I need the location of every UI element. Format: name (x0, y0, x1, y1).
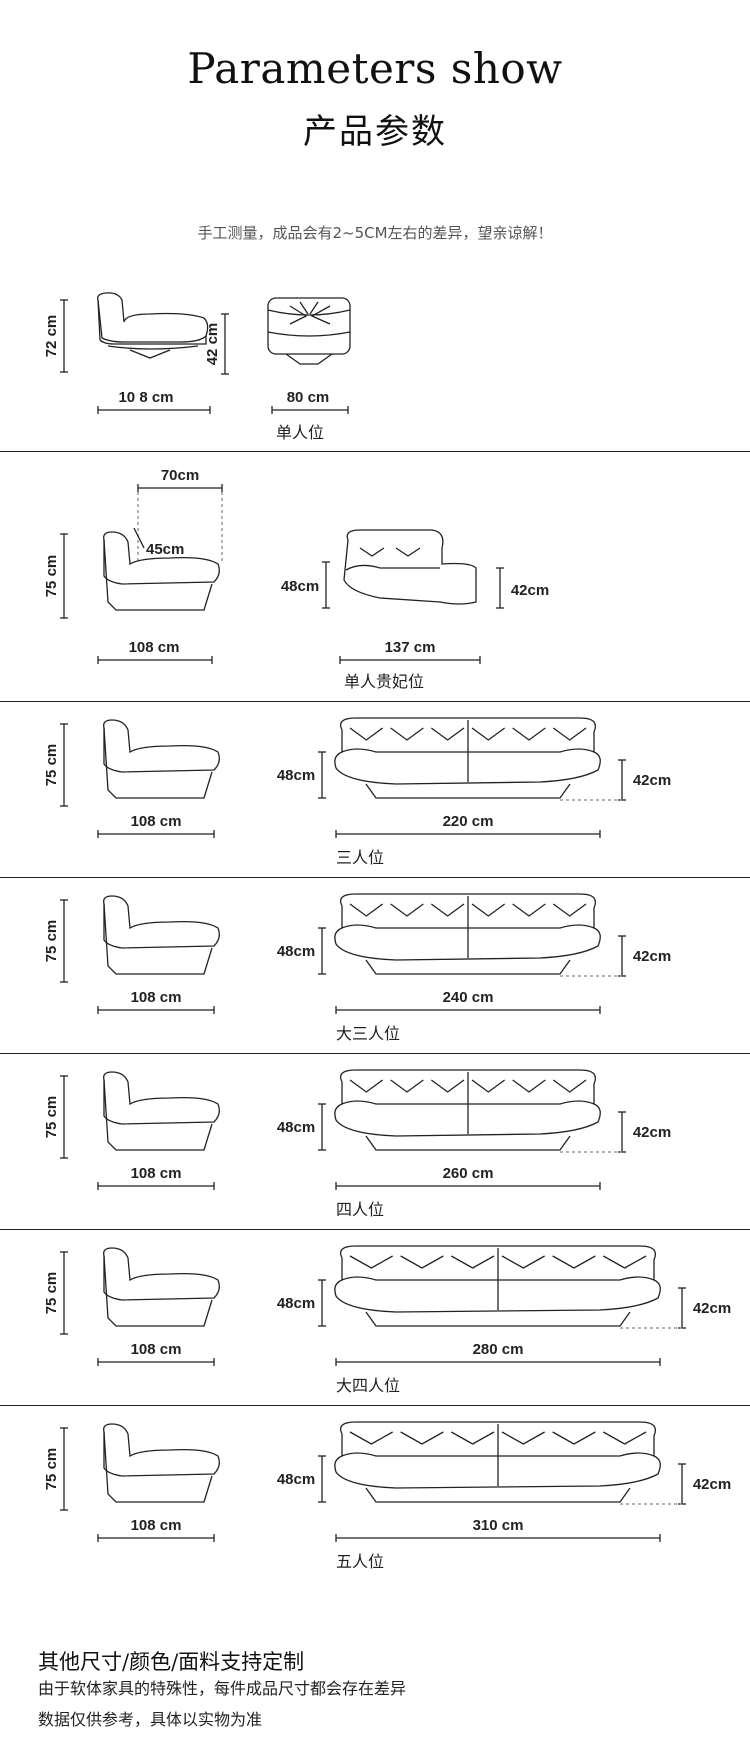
single-width-label: 80 cm (287, 389, 330, 406)
sofa-seat-height-label: 42cm (633, 948, 671, 965)
sofa-width-label: 240 cm (443, 989, 494, 1006)
divider (0, 1405, 750, 1406)
chaise-width-label: 137 cm (385, 639, 436, 656)
sofa-width-label: 280 cm (473, 1341, 524, 1358)
sofa-depth-label: 108 cm (131, 1341, 182, 1358)
page-title-en: Parameters show (187, 44, 563, 93)
chaise-depth-label: 108 cm (129, 639, 180, 656)
sofa-seat-label: 大四人位 (336, 1376, 400, 1395)
section-sofa: 75 cm 108 cm 48cm 42cm 280 cm 大四人位 (0, 1230, 750, 1405)
single-depth-label: 10 8 cm (118, 389, 173, 406)
sofa-front-height-label: 48cm (277, 1119, 315, 1136)
sofa-front-height-label: 48cm (277, 767, 315, 784)
sofa-drawing: 75 cm 108 cm 48cm 42cm 240 cm 大三人位 (43, 893, 671, 1043)
divider (0, 877, 750, 878)
sofa-height-label: 75 cm (43, 920, 60, 963)
sofa-width-label: 220 cm (443, 813, 494, 830)
sofa-front-height-label: 48cm (277, 1295, 315, 1312)
sofa-seat-label: 四人位 (336, 1200, 384, 1219)
sofa-drawing: 75 cm 108 cm 48cm 42cm 310 cm 五人位 (43, 1421, 731, 1571)
divider (0, 1053, 750, 1054)
section-sofa: 75 cm 108 cm 48cm 42cm 260 cm 四人位 (0, 1054, 750, 1229)
divider (0, 1229, 750, 1230)
single-height-label: 72 cm (43, 315, 60, 358)
footer-difference-note: 由于软体家具的特殊性，每件成品尺寸都会存在差异 (38, 1679, 407, 1698)
measurement-note: 手工测量，成品会有2~5CM左右的差异，望亲谅解！ (197, 224, 553, 242)
sofa-depth-label: 108 cm (131, 1517, 182, 1534)
sofa-seat-label: 五人位 (336, 1552, 384, 1571)
chaise-seat-label: 单人贵妃位 (344, 672, 424, 691)
section-sofa: 75 cm 108 cm 48cm 42cm 310 cm 五人位 (0, 1406, 750, 1596)
sofa-seat-height-label: 42cm (633, 772, 671, 789)
sofa-height-label: 75 cm (43, 1448, 60, 1491)
chaise-seat-depth-label: 45cm (146, 541, 184, 558)
chaise-height-label: 75 cm (43, 555, 60, 598)
sofa-drawing: 75 cm 108 cm 48cm 42cm 220 cm 三人位 (43, 717, 671, 867)
footer-reference-note: 数据仅供参考，具体以实物为准 (38, 1710, 263, 1729)
sofa-seat-height-label: 42cm (633, 1124, 671, 1141)
section-sofa: 75 cm 108 cm 48cm 42cm 240 cm 大三人位 (0, 878, 750, 1053)
footer-custom-note: 其他尺寸/颜色/面料支持定制 (38, 1650, 305, 1674)
chaise-front-height-label: 48cm (281, 578, 319, 595)
sofa-seat-height-label: 42cm (693, 1300, 731, 1317)
sofa-width-label: 260 cm (443, 1165, 494, 1182)
section-chaise: 70cm 45cm 75 cm 108 cm 48cm 42cm 137 cm … (0, 452, 750, 700)
chaise-drawing: 70cm 45cm 75 cm 108 cm 48cm 42cm 137 cm … (43, 467, 549, 691)
sofa-height-label: 75 cm (43, 1096, 60, 1139)
single-seat-drawing: 72 cm 42 cm 10 8 cm 80 cm 单人位 (43, 292, 351, 442)
section-sofa: 75 cm 108 cm 48cm 42cm 220 cm 三人位 (0, 702, 750, 877)
single-seat-height-label: 42 cm (204, 323, 221, 366)
single-seat-label: 单人位 (276, 423, 324, 442)
sofa-width-label: 310 cm (473, 1517, 524, 1534)
sofa-seat-label: 大三人位 (336, 1024, 400, 1043)
sofa-drawing: 75 cm 108 cm 48cm 42cm 280 cm 大四人位 (43, 1245, 731, 1395)
sofa-front-height-label: 48cm (277, 1471, 315, 1488)
chaise-seat-height-label: 42cm (511, 582, 549, 599)
sofa-front-height-label: 48cm (277, 943, 315, 960)
sofa-height-label: 75 cm (43, 1272, 60, 1315)
divider (0, 701, 750, 702)
sofa-seat-height-label: 42cm (693, 1476, 731, 1493)
sofa-depth-label: 108 cm (131, 989, 182, 1006)
chaise-top-width-label: 70cm (161, 467, 199, 484)
page-title-cn: 产品参数 (303, 112, 447, 152)
sofa-drawing: 75 cm 108 cm 48cm 42cm 260 cm 四人位 (43, 1069, 671, 1219)
divider (0, 451, 750, 452)
sofa-depth-label: 108 cm (131, 813, 182, 830)
sofa-height-label: 75 cm (43, 744, 60, 787)
sofa-seat-label: 三人位 (336, 848, 384, 867)
sofa-depth-label: 108 cm (131, 1165, 182, 1182)
section-single: 72 cm 42 cm 10 8 cm 80 cm 单人位 (0, 280, 750, 450)
